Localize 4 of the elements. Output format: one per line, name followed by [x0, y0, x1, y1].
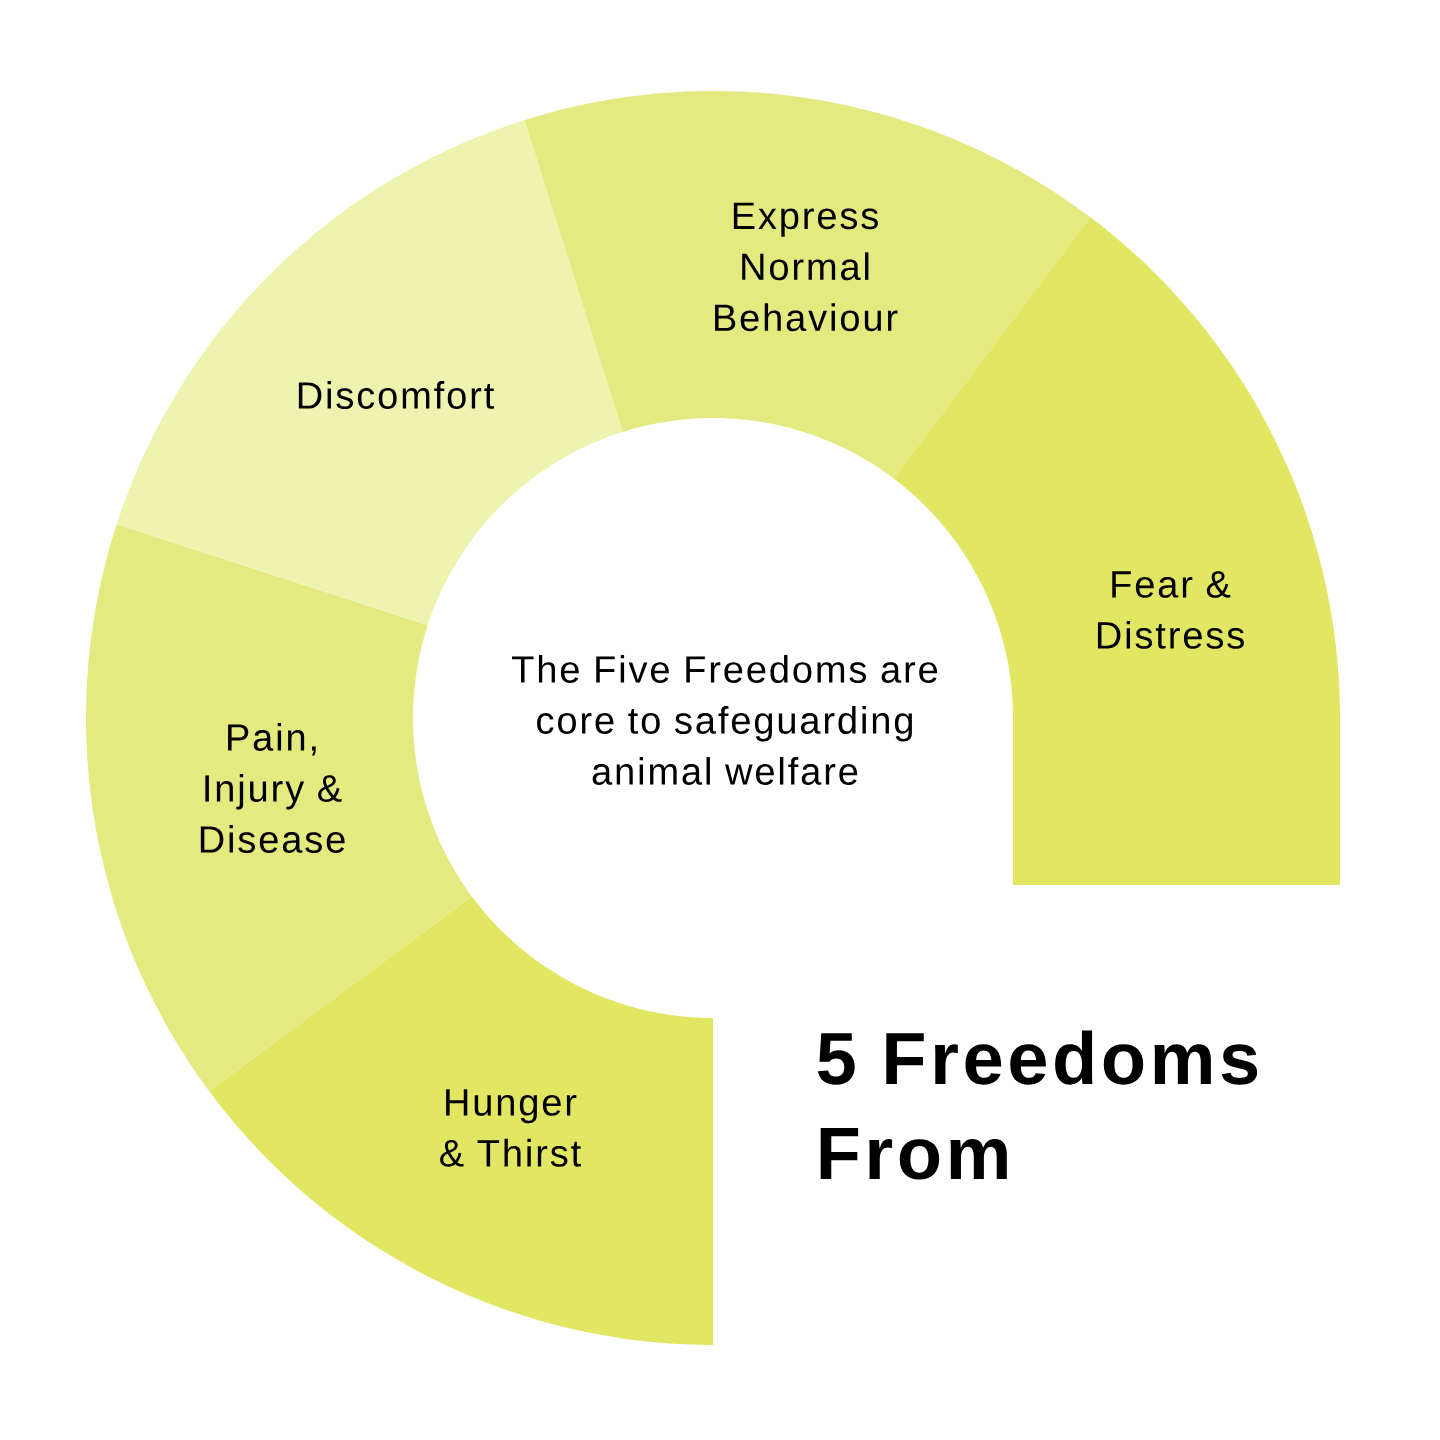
- ring-segment: Hunger & Thirst: [209, 896, 713, 1345]
- ring-segment: Discomfort: [116, 120, 623, 626]
- ring-segment: Express Normal Behaviour: [524, 91, 1091, 479]
- title: 5 Freedoms From: [818, 1030, 1258, 1180]
